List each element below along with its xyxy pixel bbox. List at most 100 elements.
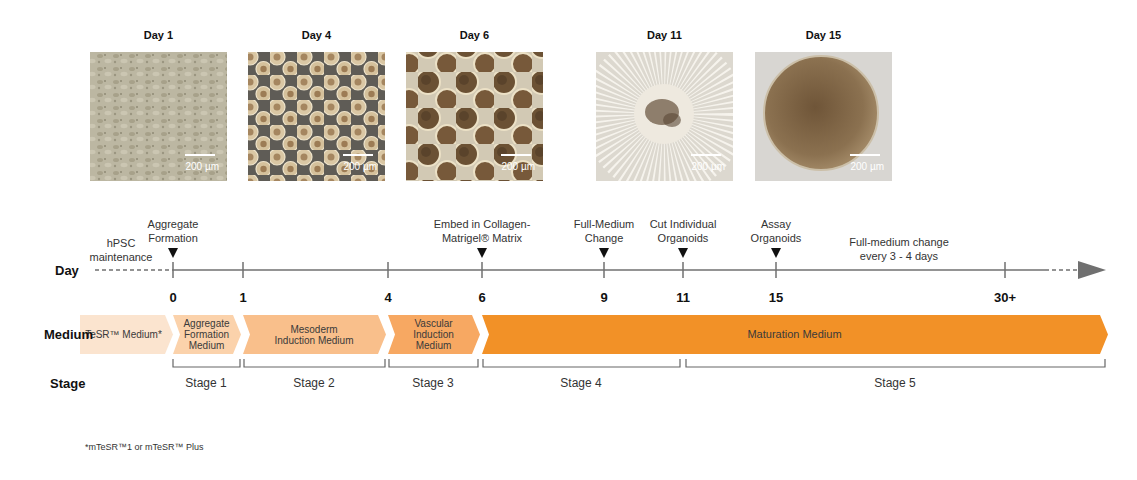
micrograph-panel: Day 4200 µm	[248, 52, 385, 181]
medium-name: TeSR™ Medium*	[85, 329, 162, 340]
stage-label: Stage 2	[282, 376, 346, 391]
medium-arrow-fill	[482, 315, 1108, 354]
day-label: Day 1	[80, 28, 237, 42]
illustration-part	[173, 269, 1045, 271]
micrograph-panel: Day 1200 µm	[90, 52, 227, 181]
row-title: Stage	[50, 376, 85, 392]
micrograph-panel: Day 6200 µm	[406, 52, 543, 181]
event-note: Assay Organoids	[745, 217, 807, 245]
day-label: Day 6	[396, 28, 553, 42]
medium-arrow: Maturation Medium	[482, 315, 1108, 354]
medium-arrow: Mesoderm Induction Medium	[243, 315, 386, 354]
illustration-part	[850, 154, 880, 156]
illustration-part	[603, 262, 605, 278]
illustration-part	[1004, 262, 1006, 278]
day-number: 9	[584, 290, 624, 306]
row-title: Medium	[44, 327, 93, 343]
illustration-part	[634, 84, 694, 144]
illustration-part	[172, 262, 174, 278]
medium-arrow-fill	[388, 315, 480, 354]
scale-bar-label: 200 µm	[501, 161, 535, 173]
illustration-part	[764, 56, 878, 170]
row-title: Day	[55, 263, 79, 279]
illustration-part	[622, 72, 706, 156]
micrograph-day15	[755, 52, 892, 181]
day-number: 0	[153, 290, 193, 306]
illustration-part	[596, 52, 733, 181]
micrograph-panel: Day 15200 µm	[755, 52, 892, 181]
illustration-part	[173, 359, 240, 367]
illustration-part	[248, 52, 385, 181]
stage-label: Stage 3	[401, 376, 465, 391]
illustration-part	[622, 72, 706, 156]
medium-name: Maturation Medium	[747, 329, 841, 340]
illustration-part	[343, 154, 373, 156]
illustration-part	[244, 359, 385, 367]
day-number: 15	[756, 290, 796, 306]
scale-bar-label: 200 µm	[343, 161, 377, 173]
illustration-part	[691, 154, 721, 156]
illustration-part	[682, 262, 684, 278]
micrograph-panel: Day 11200 µm	[596, 52, 733, 181]
illustration-part	[389, 359, 478, 367]
illustration-part	[185, 154, 215, 156]
event-note: Cut Individual Organoids	[641, 217, 725, 245]
micrograph-day4	[248, 52, 385, 181]
illustration-part	[387, 262, 389, 278]
footnote: *mTeSR™1 or mTeSR™ Plus	[85, 441, 204, 453]
medium-arrow-fill	[243, 315, 386, 354]
illustration-part	[599, 248, 609, 258]
medium-arrow: TeSR™ Medium*	[80, 315, 173, 354]
event-note: hPSC maintenance	[85, 236, 157, 264]
medium-arrow: Aggregate Formation Medium	[173, 315, 241, 354]
illustration-part	[95, 269, 173, 271]
day-number: 1	[223, 290, 263, 306]
day-number: 4	[368, 290, 408, 306]
stage-label: Stage 5	[863, 376, 927, 391]
micrograph-day11	[596, 52, 733, 181]
scale-bar-label: 200 µm	[691, 161, 725, 173]
medium-arrow-fill	[173, 315, 241, 354]
event-note: Embed in Collagen-Matrigel® Matrix	[424, 217, 540, 245]
stage-label: Stage 4	[549, 376, 613, 391]
axis-arrowhead	[1078, 261, 1106, 279]
illustration-part	[501, 154, 531, 156]
day-label: Day 11	[586, 28, 743, 42]
illustration-part	[168, 248, 178, 258]
illustration-part	[775, 262, 777, 278]
micrograph-day1	[90, 52, 227, 181]
illustration-part	[663, 113, 681, 127]
scale-bar-label: 200 µm	[185, 161, 219, 173]
time-axis	[95, 262, 1078, 278]
medium-arrow-fill	[80, 315, 173, 354]
scale-bar-label: 200 µm	[850, 161, 884, 173]
illustration-part	[771, 248, 781, 258]
event-markers	[168, 248, 781, 258]
medium-name: Aggregate Formation Medium	[182, 318, 231, 351]
illustration-part	[481, 262, 483, 278]
event-note: Aggregate Formation	[135, 217, 211, 245]
illustration-part	[755, 52, 892, 181]
illustration-part	[678, 248, 688, 258]
day-number: 6	[462, 290, 502, 306]
illustration-part	[242, 262, 244, 278]
illustration-part	[406, 52, 543, 181]
stage-label: Stage 1	[174, 376, 238, 391]
medium-arrow: Vascular Induction Medium	[388, 315, 480, 354]
medium-name: Mesoderm Induction Medium	[270, 324, 358, 346]
day-label: Day 15	[745, 28, 902, 42]
day-label: Day 4	[238, 28, 395, 42]
illustration-part	[483, 359, 680, 367]
event-note: Full-medium change every 3 - 4 days	[842, 235, 956, 263]
event-note: Full-Medium Change	[567, 217, 641, 245]
illustration-part	[686, 359, 1105, 367]
medium-name: Vascular Induction Medium	[397, 318, 470, 351]
day-number: 30+	[983, 290, 1027, 306]
illustration-part	[1045, 269, 1078, 271]
stage-brackets	[173, 359, 1105, 367]
illustration-part	[477, 248, 487, 258]
day-number: 11	[663, 290, 703, 306]
micrograph-day6	[406, 52, 543, 181]
illustration-part	[90, 52, 227, 181]
